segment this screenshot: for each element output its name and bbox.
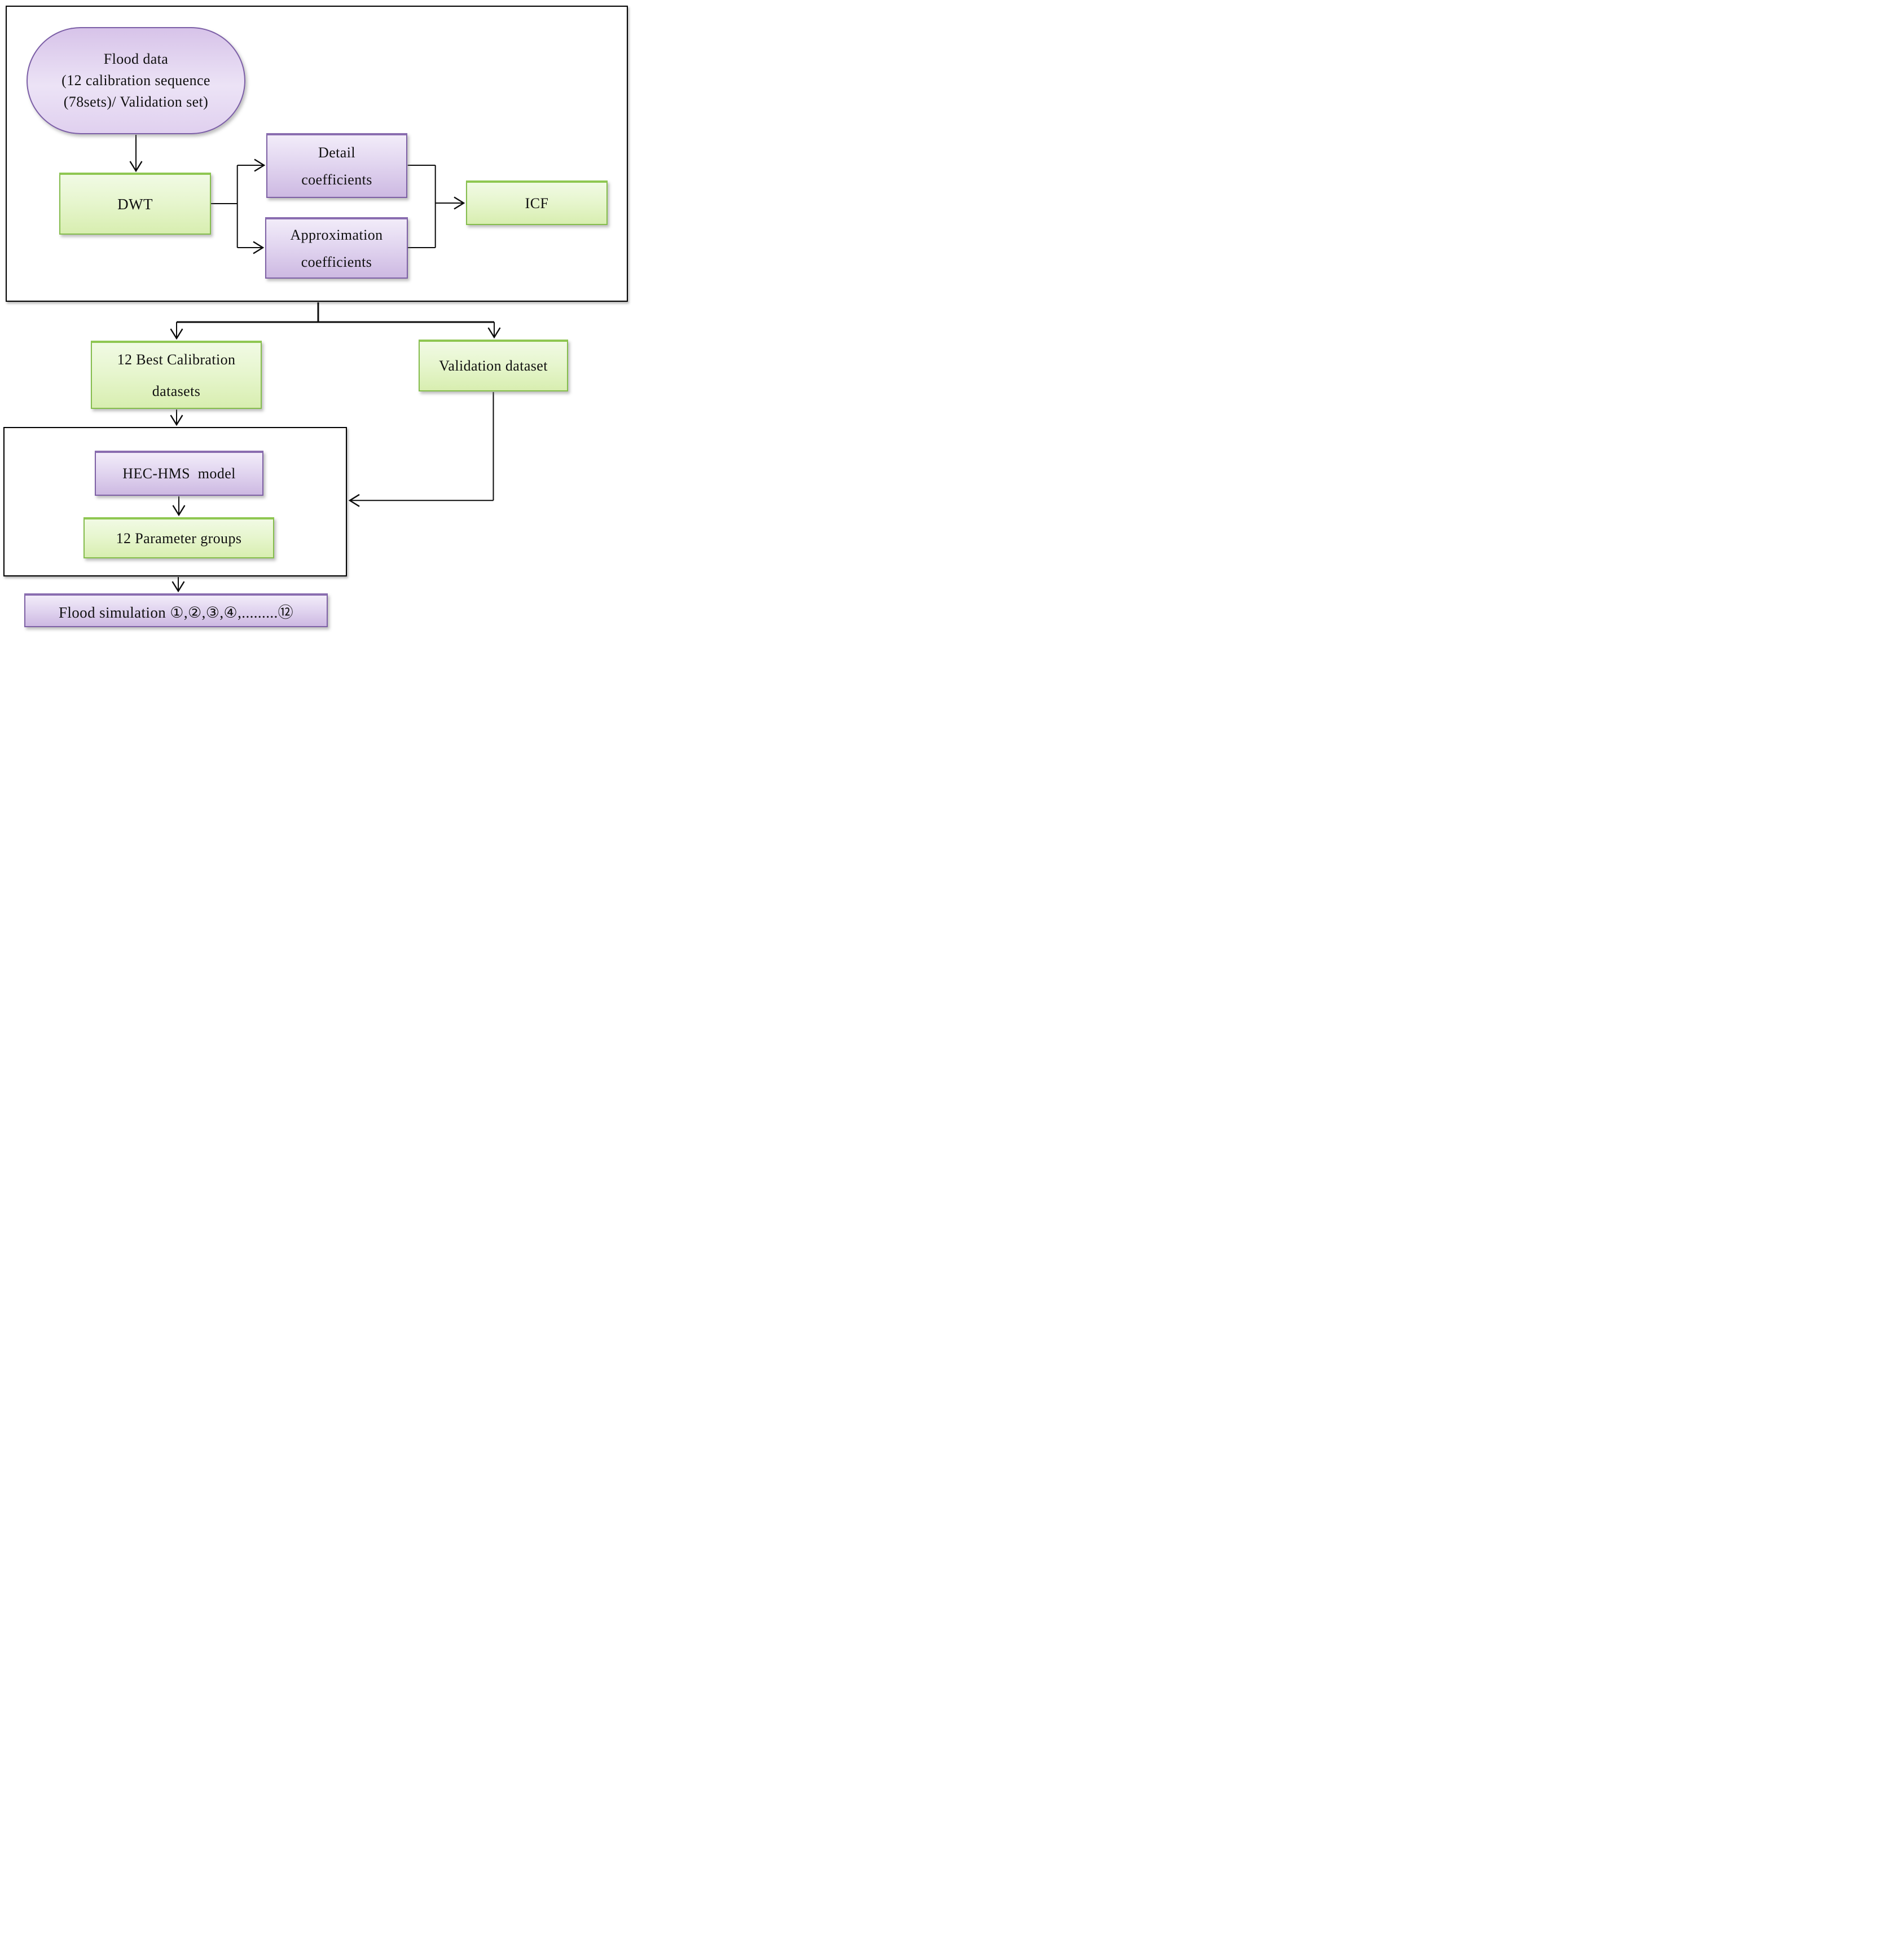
node-flood-data: Flood data (12 calibration sequence (78s…	[27, 27, 245, 134]
node-detail-coefficients: Detail coefficients	[266, 133, 407, 198]
node-validation-dataset: Validation dataset	[419, 340, 568, 391]
parameter-groups-label: 12 Parameter groups	[116, 530, 242, 547]
connector-arrows-layer	[129, 135, 501, 593]
detail-coefficients-label: Detail coefficients	[301, 144, 372, 188]
line-distribution	[177, 302, 494, 323]
hec-hms-label: HEC-HMS model	[122, 465, 236, 482]
node-best-calibration-datasets: 12 Best Calibration datasets	[91, 341, 262, 409]
preprocessing-frame	[6, 6, 628, 302]
approximation-coefficients-label: Approximation coefficients	[290, 226, 383, 270]
icf-label: ICF	[525, 195, 549, 212]
model-frame	[3, 427, 347, 576]
node-icf: ICF	[466, 180, 608, 225]
flood-simulation-label: Flood simulation ①,②,③,④,.........⑫	[58, 604, 294, 621]
node-hec-hms-model: HEC-HMS model	[95, 451, 263, 496]
validation-dataset-label: Validation dataset	[439, 358, 548, 374]
node-parameter-groups: 12 Parameter groups	[83, 517, 274, 558]
best-calibration-label: 12 Best Calibration datasets	[117, 351, 236, 399]
flood-data-label: Flood data (12 calibration sequence (78s…	[61, 51, 210, 110]
node-dwt: DWT	[59, 173, 211, 235]
line-coefficients-join	[407, 165, 436, 248]
node-flood-simulation: Flood simulation ①,②,③,④,.........⑫	[24, 593, 328, 627]
node-approximation-coefficients: Approximation coefficients	[265, 217, 408, 279]
dwt-label: DWT	[117, 195, 153, 213]
line-dwt-split	[211, 165, 238, 248]
flowchart-figure: Flood data (12 calibration sequence (78s…	[0, 0, 635, 650]
